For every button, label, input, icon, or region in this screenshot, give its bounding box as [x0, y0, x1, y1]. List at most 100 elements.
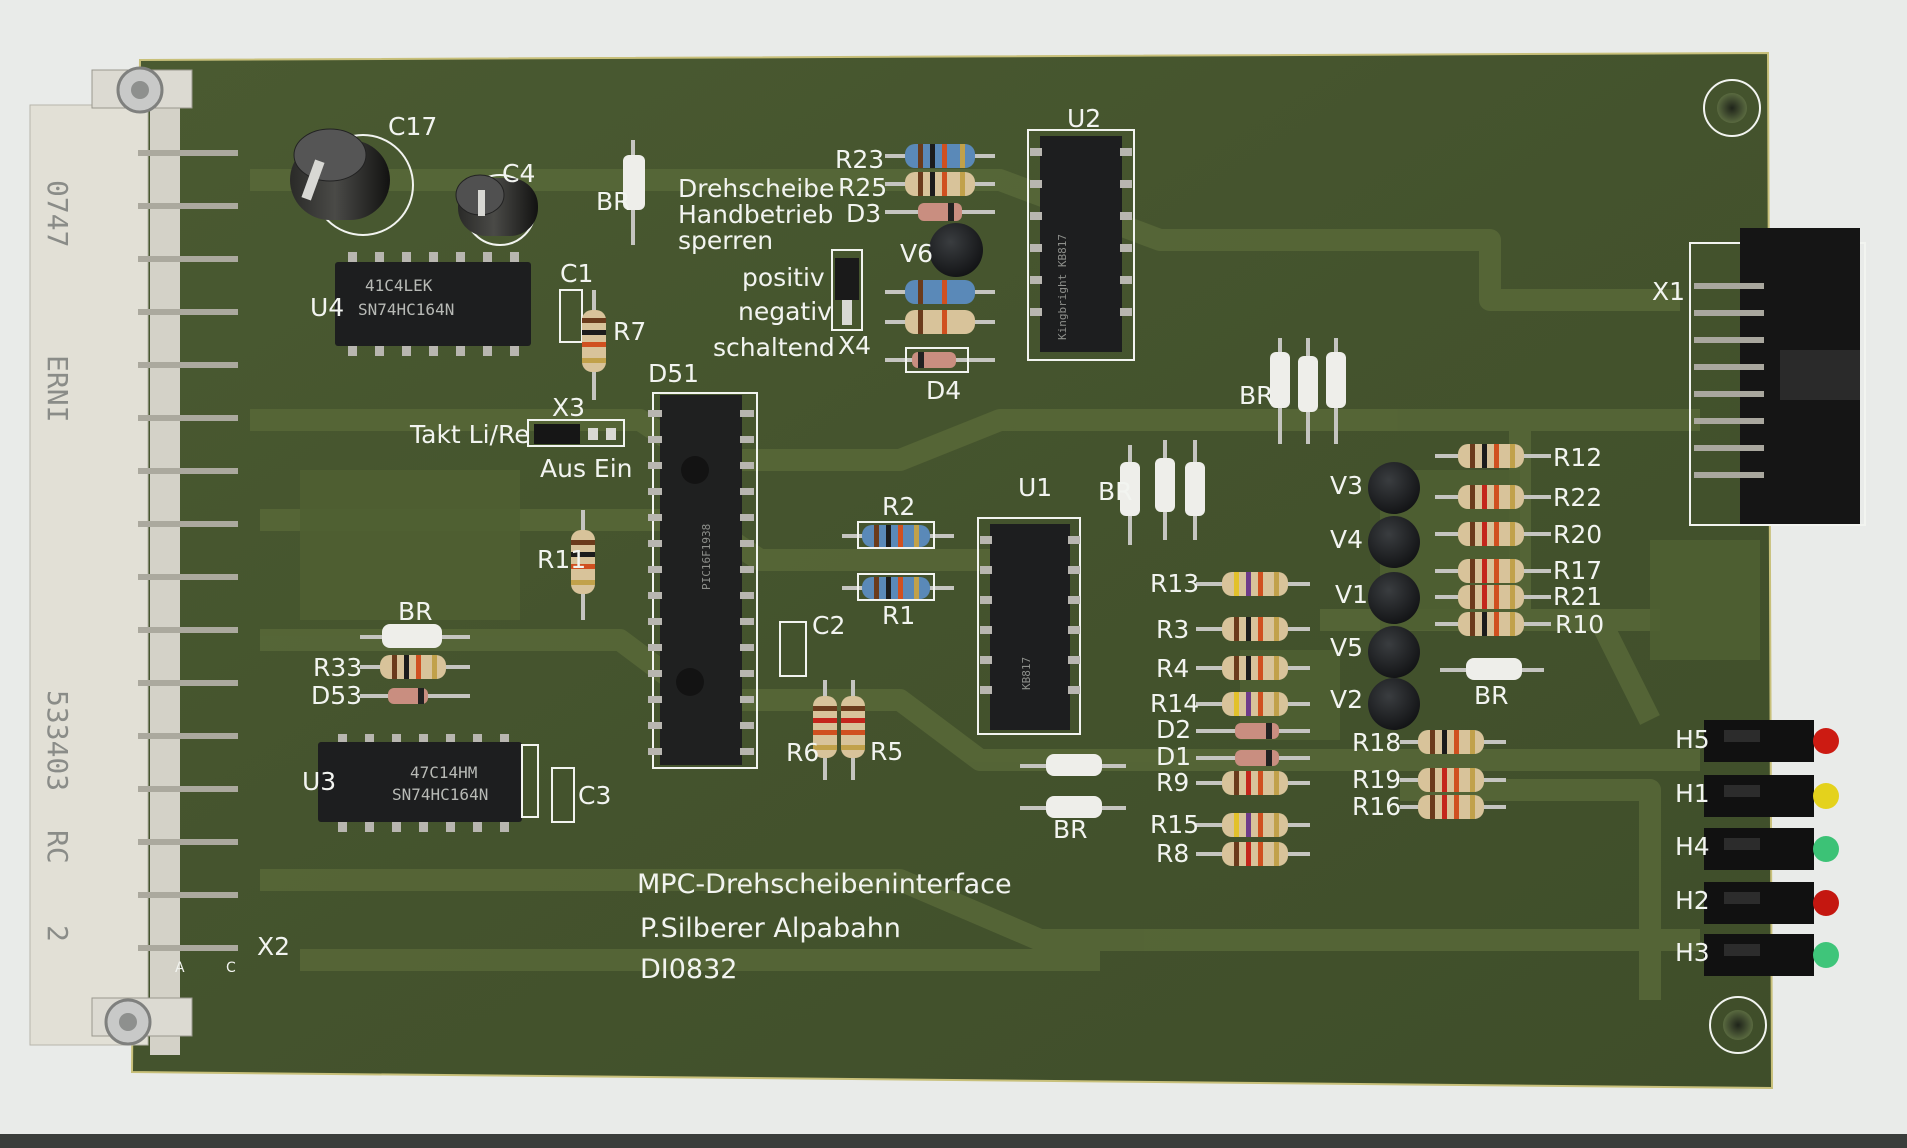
label-h1: H1 — [1675, 779, 1710, 808]
resistor-r4: R4 — [1156, 654, 1310, 683]
label-r21: R21 — [1553, 582, 1602, 611]
chip-u2-marking: Kingbright KB817 — [1056, 234, 1069, 340]
label-c3: C3 — [578, 781, 611, 810]
label-br-upper: BR — [1239, 381, 1274, 410]
resistor-r2: R2 — [842, 492, 954, 549]
diode-d2: D2 — [1156, 715, 1310, 744]
label-takt: Takt Li/Re — [409, 420, 530, 449]
bridge-br-upper: BR — [1239, 338, 1346, 444]
resistor-r23: R23 — [835, 144, 995, 174]
label-r17: R17 — [1553, 556, 1602, 585]
edge-connector-x2: 0747 ERNI 533403 RC 2 A C X2 — [29, 66, 290, 1055]
board-title: MPC-Drehscheibeninterface — [637, 869, 1012, 900]
label-u4: U4 — [310, 293, 344, 322]
label-r3: R3 — [1156, 615, 1189, 644]
label-r6: R6 — [786, 738, 819, 767]
chip-u3-line2: SN74HC164N — [392, 785, 488, 804]
board-title-block: MPC-Drehscheibeninterface P.Silberer Alp… — [637, 869, 1012, 985]
label-sperren: sperren — [678, 226, 773, 255]
resistor-r18: R18 — [1352, 728, 1506, 757]
label-r13: R13 — [1150, 569, 1199, 598]
mounting-hole-icon — [1709, 996, 1767, 1054]
label-negativ: negativ — [738, 297, 832, 326]
ic-u4: 41C4LEK SN74HC164N U4 — [310, 252, 531, 356]
label-c17: C17 — [388, 112, 437, 141]
resistor-r17: R17 — [1435, 556, 1602, 585]
label-u2: U2 — [1067, 104, 1101, 133]
transistor-v6: V6 — [900, 223, 983, 277]
connector-text-2: 2 — [41, 925, 74, 942]
label-r18: R18 — [1352, 728, 1401, 757]
label-d53: D53 — [311, 681, 362, 710]
jumper-x4: X4 — [831, 249, 871, 360]
label-d51: D51 — [648, 359, 699, 388]
label-v1: V1 — [1335, 580, 1368, 609]
connector-row-a: A — [175, 960, 185, 976]
label-br-mid: BR — [1098, 477, 1133, 506]
label-c4: C4 — [502, 159, 535, 188]
resistor-blue — [885, 280, 995, 304]
label-r11: R11 — [537, 545, 586, 574]
resistor-r9: R9 — [1156, 768, 1310, 797]
chip-u1-marking: KB817 — [1020, 657, 1033, 690]
capacitor-c1: C1 — [559, 259, 593, 343]
label-r14: R14 — [1150, 689, 1199, 718]
label-x2: X2 — [257, 932, 290, 961]
label-r20: R20 — [1553, 520, 1602, 549]
connector-text-533403: 533403 — [41, 690, 74, 791]
resistor-r13: R13 — [1150, 569, 1310, 598]
resistor-r8: R8 — [1156, 839, 1310, 868]
transistor-v1: V1 — [1335, 572, 1420, 624]
capacitor-c4: C4 — [455, 159, 538, 246]
resistor-r3: R3 — [1156, 615, 1310, 644]
capacitor-c17: C17 — [290, 112, 437, 236]
resistor-r6: R6 — [786, 680, 837, 780]
label-r25: R25 — [838, 173, 887, 202]
label-br-top: BR — [596, 187, 631, 216]
ic-u1: KB817 U1 — [977, 473, 1081, 735]
resistor-r25: R25 — [838, 172, 995, 202]
ic-d51: PIC16F1938 D51 — [648, 359, 758, 769]
label-r7: R7 — [613, 317, 646, 346]
led-h3: H3 — [1675, 934, 1839, 976]
bridge-br-top: BR — [596, 140, 645, 245]
transistor-v4: V4 — [1330, 516, 1420, 568]
resistor-r12: R12 — [1435, 443, 1602, 472]
label-r1: R1 — [882, 601, 915, 630]
label-r8: R8 — [1156, 839, 1189, 868]
connector-pins — [138, 150, 238, 951]
label-r23: R23 — [835, 145, 884, 174]
label-r4: R4 — [1156, 654, 1189, 683]
transistor-v3: V3 — [1330, 462, 1420, 514]
bridge-br-mid: BR — [1098, 440, 1205, 545]
screw-icon — [116, 66, 164, 114]
label-v6: V6 — [900, 239, 933, 268]
resistor-r10: R10 — [1435, 610, 1604, 639]
board-code: DI0832 — [640, 954, 737, 985]
led-green-icon — [1813, 836, 1839, 862]
label-d2: D2 — [1156, 715, 1191, 744]
label-handbetrieb: Handbetrieb — [678, 200, 833, 229]
led-red-icon — [1813, 890, 1839, 916]
label-schaltend: schaltend — [713, 333, 835, 362]
label-r33: R33 — [313, 653, 362, 682]
led-red-icon — [1813, 728, 1839, 754]
connector-text-rc: RC — [41, 830, 74, 864]
jumper-x3: X3 Takt Li/Re Aus Ein — [409, 393, 633, 483]
label-h4: H4 — [1675, 832, 1710, 861]
diode-d4: D4 — [885, 347, 995, 405]
label-r15: R15 — [1150, 810, 1199, 839]
label-x4: X4 — [838, 331, 871, 360]
resistor-r19: R19 — [1352, 765, 1506, 794]
bottom-edge-strip — [0, 1134, 1907, 1148]
chip-d51-marking: PIC16F1938 — [700, 524, 713, 590]
led-green-icon — [1813, 942, 1839, 968]
resistor-r1: R1 — [842, 573, 954, 630]
led-headers: H5 H1 H4 H2 H3 — [1675, 720, 1839, 976]
label-r22: R22 — [1553, 483, 1602, 512]
label-r10: R10 — [1555, 610, 1604, 639]
resistor-column-right: R12 R22 R20 R17 R21 — [1435, 443, 1604, 710]
label-drehscheibe: Drehscheibe — [678, 174, 834, 203]
chip-u3-line1: 47C14HM — [410, 763, 477, 782]
label-br-right: BR — [1474, 681, 1509, 710]
